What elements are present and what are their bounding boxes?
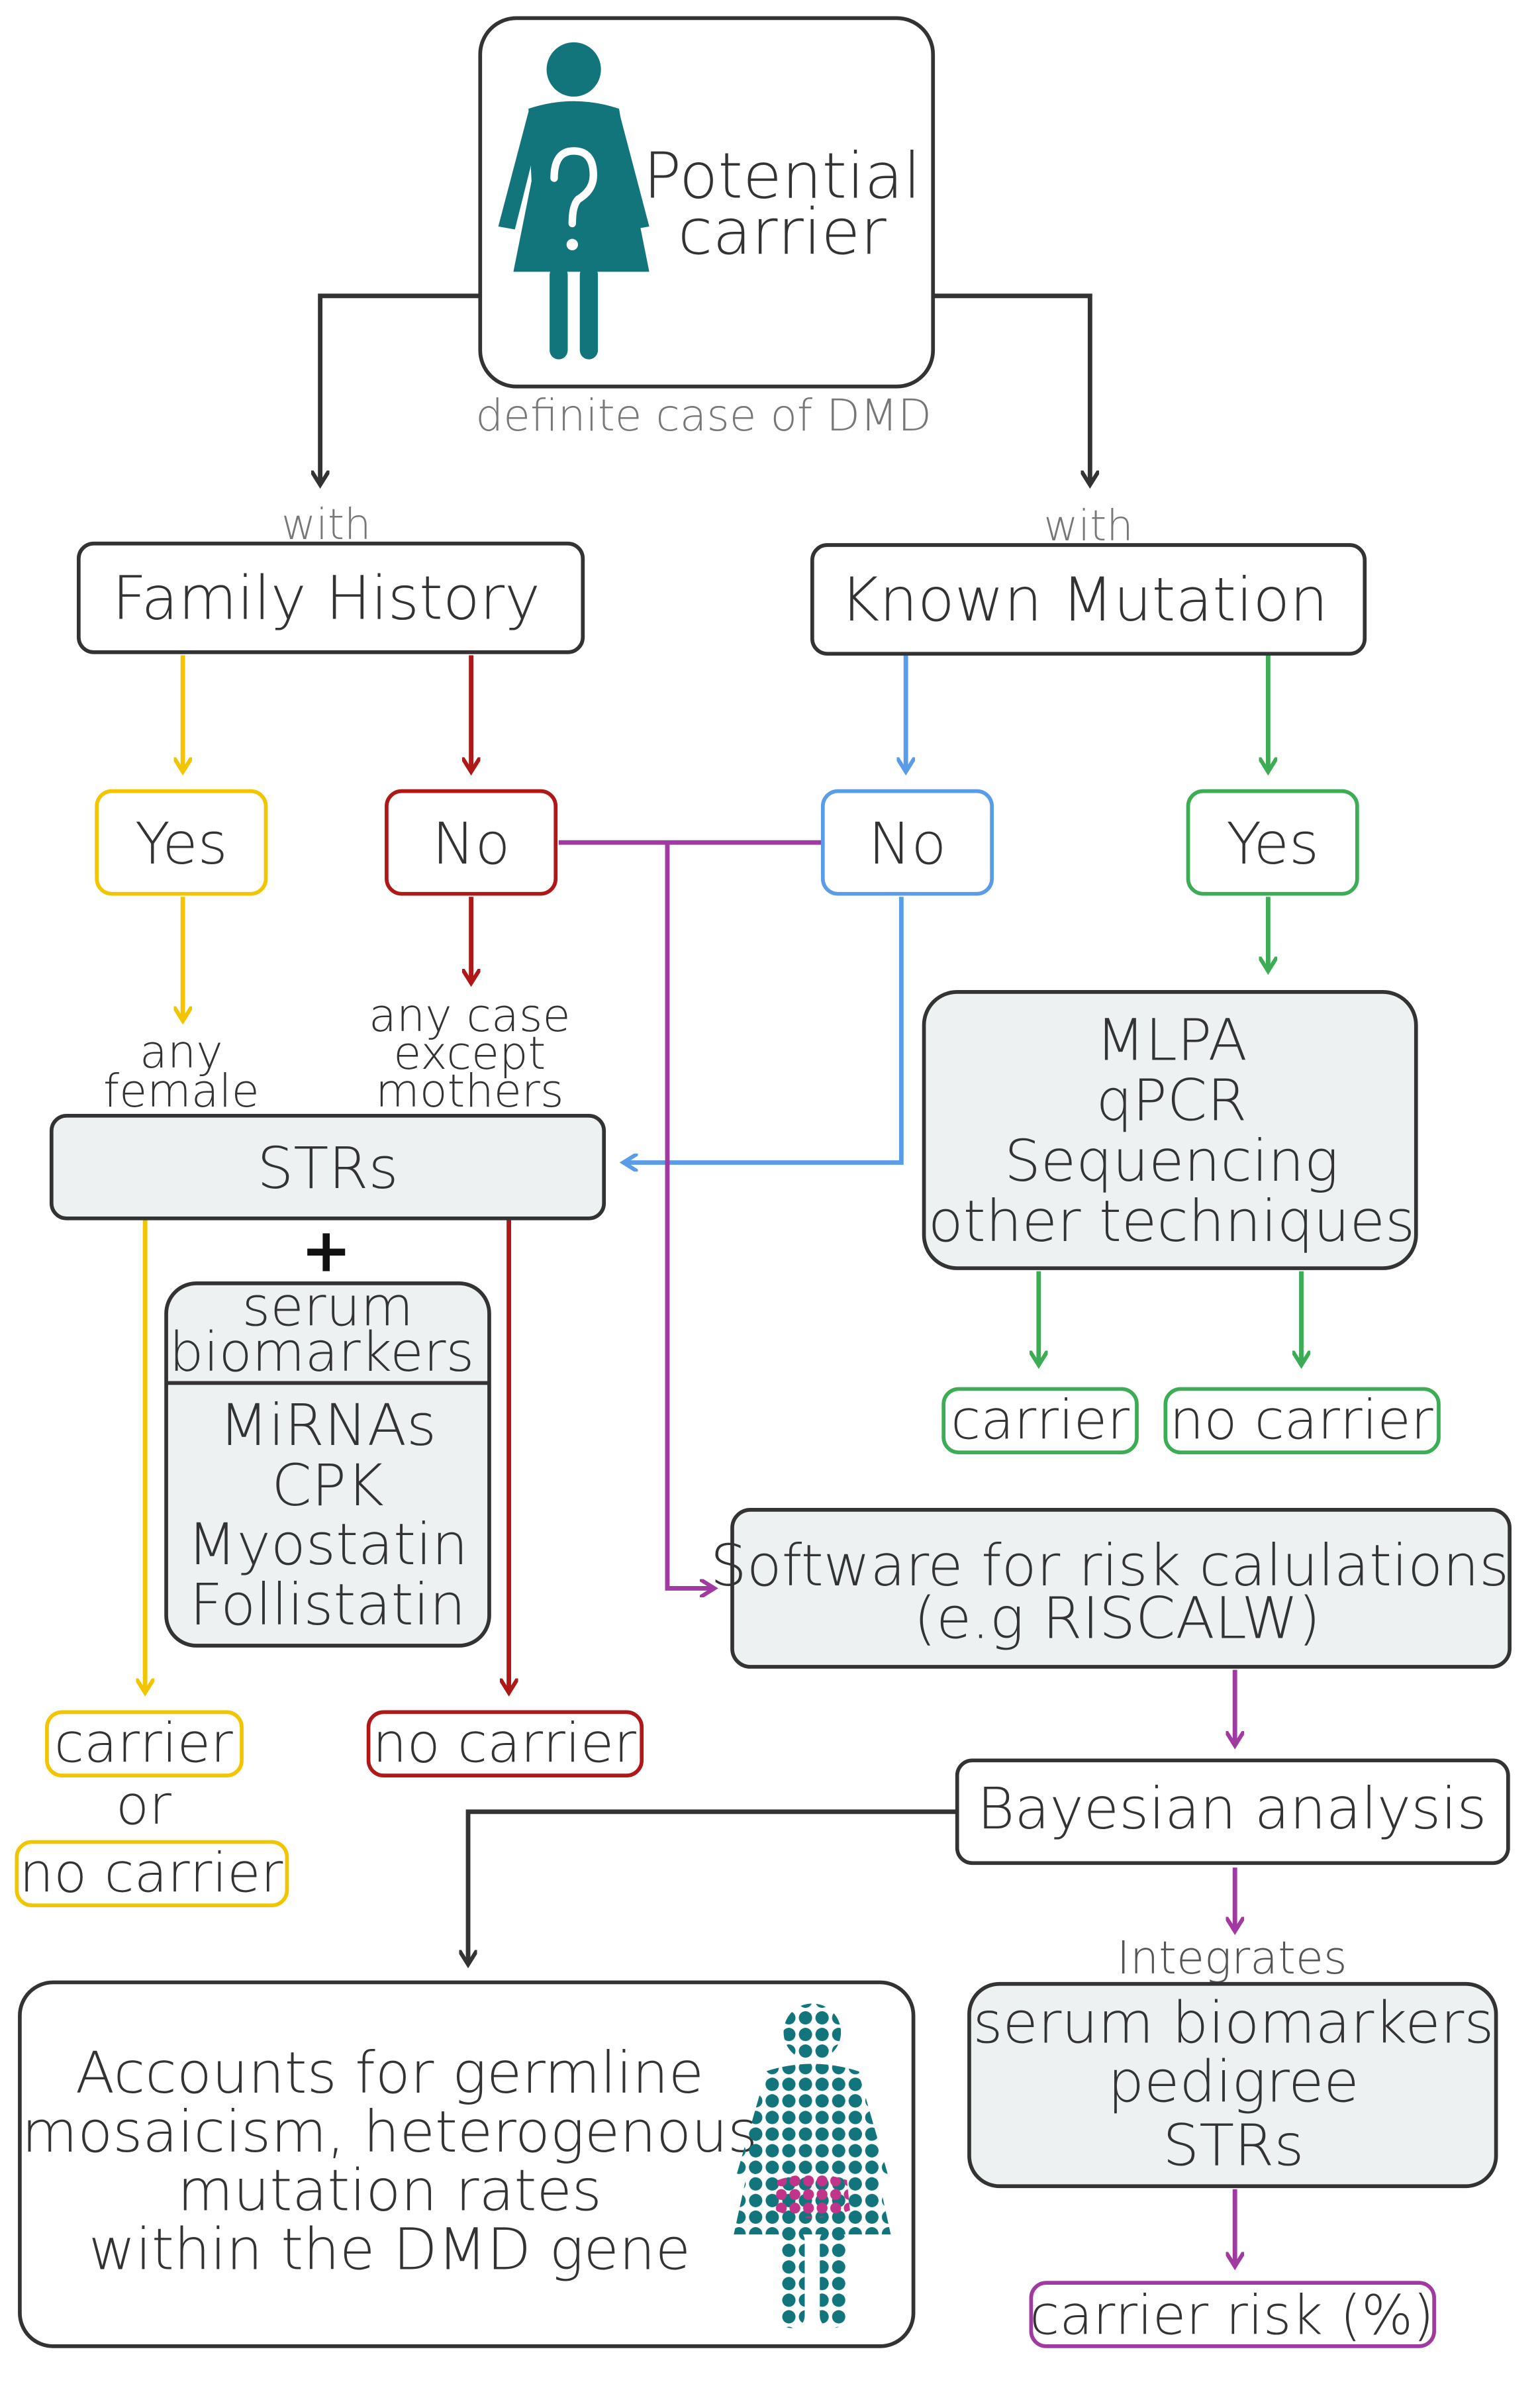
any-case-line3: mothers (375, 1066, 563, 1118)
woman-question-icon (498, 42, 650, 360)
software-line2: (e.g RISCALW) (914, 1586, 1320, 1652)
family-yes-box: Yes (95, 789, 268, 896)
mutation-no-label: No (869, 811, 947, 877)
software-box: Software for risk calulations (e.g RISCA… (710, 1507, 1512, 1669)
known-mutation-label: Known Mutation (840, 564, 1328, 635)
mutation-yes-box: Yes (1186, 789, 1359, 896)
carrier-risk-label: carrier risk (%) (1030, 2285, 1434, 2348)
with-label-right: with (1043, 502, 1133, 551)
mutation-yes-label: Yes (1226, 811, 1319, 877)
biomarker-myostatin: Myostatin (187, 1512, 468, 1578)
tech-carrier-box: carrier (941, 1387, 1139, 1455)
mutation-no-box: No (820, 789, 994, 896)
integrates-serum: serum biomarkers (973, 1991, 1494, 2057)
family-no-label: No (432, 811, 510, 877)
biomarker-follistatin: Follistatin (189, 1572, 465, 1638)
biomarker-cpk: CPK (271, 1453, 384, 1519)
carrier-risk-box: carrier risk (%) (1029, 2281, 1436, 2348)
biomarker-mirnas: MiRNAs (219, 1393, 436, 1459)
integrates-label: Integrates (1117, 1932, 1347, 1985)
integrates-strs: STRs (1163, 2113, 1304, 2179)
any-female-line1: any (140, 1026, 223, 1079)
integrates-pedigree: pedigree (1108, 2050, 1359, 2116)
family-history-label: Family History (112, 563, 540, 634)
serum-biomarkers-line2: biomarkers (169, 1321, 475, 1384)
left-no-carrier-label: no carrier (19, 1842, 283, 1905)
tech-no-carrier-label: no carrier (1169, 1389, 1433, 1452)
left-or-label: or (116, 1774, 171, 1837)
tech-carrier-label: carrier (951, 1389, 1130, 1452)
strs-no-carrier-box: no carrier (366, 1710, 644, 1777)
definite-case-caption: definite case of DMD (475, 390, 932, 441)
software-line1: Software for risk calulations (710, 1533, 1509, 1599)
bayesian-label: Bayesian analysis (977, 1776, 1487, 1842)
techniques-box: MLPA qPCR Sequencing other techniques (922, 990, 1418, 1270)
arrow-top-to-family (320, 293, 481, 483)
technique-mlpa: MLPA (1096, 1007, 1247, 1073)
left-carrier-box: carrier (45, 1710, 244, 1777)
any-case-line1: any case (369, 990, 571, 1042)
serum-biomarkers-line1: serum (242, 1276, 414, 1339)
any-female-line2: female (103, 1066, 260, 1118)
family-yes-label: Yes (135, 811, 228, 877)
accounts-line3: mutation rates (177, 2158, 602, 2224)
accounts-line1: Accounts for germline (75, 2040, 704, 2107)
woman-bubbles-icon (734, 2003, 891, 2328)
strs-no-carrier-label: no carrier (373, 1713, 636, 1775)
family-no-box: No (385, 789, 558, 896)
arrow-purple-to-software (665, 842, 712, 1588)
strs-box: STRs (49, 1113, 606, 1220)
known-mutation-box: Known Mutation (810, 543, 1367, 656)
plus-sign: + (301, 1215, 352, 1286)
arrow-mutation-no-to-strs (625, 897, 904, 1162)
with-label-left: with (281, 501, 371, 550)
accounts-line4: within the DMD gene (89, 2217, 691, 2283)
technique-qpcr: qPCR (1096, 1068, 1247, 1134)
tech-no-carrier-box: no carrier (1163, 1387, 1441, 1455)
strs-label: STRs (257, 1136, 398, 1202)
left-carrier-label: carrier (54, 1713, 233, 1775)
any-case-line2: except (393, 1028, 546, 1080)
connectors (145, 293, 1301, 2265)
potential-carrier-box: Potential carrier (478, 16, 936, 389)
accounts-box: Accounts for germline mosaicism, heterog… (18, 1980, 916, 2348)
arrow-bayesian-to-accounts (468, 1809, 957, 1963)
integrates-box: serum biomarkers pedigree STRs (967, 1981, 1498, 2189)
accounts-line2: mosaicism, heterogenous (22, 2099, 757, 2166)
serum-biomarkers-box: serum biomarkers MiRNAs CPK Myostatin Fo… (164, 1276, 491, 1648)
left-no-carrier-box: no carrier (15, 1840, 289, 1908)
potential-carrier-title-2: carrier (678, 195, 887, 269)
technique-sequencing: Sequencing (1004, 1128, 1339, 1195)
potential-carrier-title-1: Potential (644, 139, 921, 213)
bayesian-box: Bayesian analysis (955, 1758, 1510, 1866)
arrow-top-to-mutation (933, 293, 1090, 483)
technique-other: other techniques (928, 1189, 1415, 1255)
family-history-box: Family History (76, 541, 585, 654)
